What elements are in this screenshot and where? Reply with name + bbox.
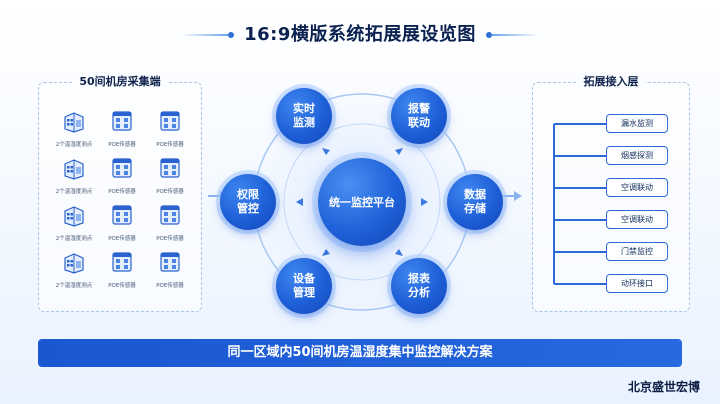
sensor-item: POE传感器 [98, 249, 146, 296]
sensor-label: POE传感器 [156, 283, 184, 289]
title-decor-dot-left [228, 32, 234, 38]
expansion-item-label: 空调联动 [606, 210, 668, 229]
expansion-item: 空调联动 [546, 209, 686, 229]
sensor-label: POE传感器 [108, 236, 136, 242]
center-monitoring-platform: 统一监控平台 [318, 158, 406, 246]
sensor-label: 2个温湿度测点 [55, 236, 93, 242]
window-grid-icon [109, 202, 135, 232]
title-decor-left [180, 34, 228, 36]
right-panel-title: 拓展接入层 [533, 73, 689, 89]
sensor-item: POE传感器 [98, 108, 146, 155]
building-icon [61, 155, 87, 185]
sensor-item: POE传感器 [146, 202, 194, 249]
sensor-item: POE传感器 [146, 249, 194, 296]
right-panel-title-text: 拓展接入层 [577, 75, 645, 88]
expansion-item: 动环接口 [546, 273, 686, 293]
building-icon [61, 249, 87, 279]
node-device-management: 设备管理 [276, 258, 332, 314]
sensor-item: 2个温湿度测点 [50, 108, 98, 155]
window-grid-icon [157, 202, 183, 232]
node-data-storage: 数据存储 [447, 174, 503, 230]
expansion-item-label: 门禁监控 [606, 242, 668, 261]
node-realtime-monitoring: 实时监测 [276, 88, 332, 144]
left-panel-title: 50间机房采集端 [39, 73, 201, 89]
sensor-grid: 2个温湿度测点 POE传感器 POE传感器 2个温湿度测点 POE传感器 POE传感器 2个… [50, 108, 190, 296]
expansion-item-label: 动环接口 [606, 274, 668, 293]
sensor-label: 2个温湿度测点 [55, 142, 93, 148]
expansion-item-label: 烟感探测 [606, 146, 668, 165]
sensor-label: POE传感器 [108, 189, 136, 195]
sensor-label: POE传感器 [156, 142, 184, 148]
sensor-item: POE传感器 [98, 155, 146, 202]
window-grid-icon [109, 108, 135, 138]
sensor-item: 2个温湿度测点 [50, 249, 98, 296]
sensor-label: POE传感器 [156, 236, 184, 242]
window-grid-icon [109, 249, 135, 279]
title-decor-dot-right [486, 32, 492, 38]
expansion-item: 门禁监控 [546, 241, 686, 261]
sensor-item: POE传感器 [146, 155, 194, 202]
connector-line [554, 187, 606, 189]
window-grid-icon [157, 155, 183, 185]
window-grid-icon [109, 155, 135, 185]
sensor-label: 2个温湿度测点 [55, 189, 93, 195]
sensor-label: POE传感器 [156, 189, 184, 195]
sensor-item: 2个温湿度测点 [50, 155, 98, 202]
expansion-item: 烟感探测 [546, 145, 686, 165]
sensor-item: POE传感器 [98, 202, 146, 249]
window-grid-icon [157, 249, 183, 279]
left-panel-title-text: 50间机房采集端 [73, 75, 167, 88]
connector-line [554, 283, 606, 285]
sensor-item: 2个温湿度测点 [50, 202, 98, 249]
connector-line [554, 155, 606, 157]
expansion-item: 空调联动 [546, 177, 686, 197]
node-alarm-linkage: 报警联动 [391, 88, 447, 144]
node-report-analysis: 报表分析 [391, 258, 447, 314]
node-permission-control: 权限管控 [220, 174, 276, 230]
sensor-label: POE传感器 [108, 283, 136, 289]
connector-line [554, 219, 606, 221]
expansion-item: 漏水监测 [546, 113, 686, 133]
sensor-item: POE传感器 [146, 108, 194, 155]
connector-line [554, 251, 606, 253]
window-grid-icon [157, 108, 183, 138]
right-trunk-line [553, 124, 555, 284]
page-title: 16:9横版系统拓展展设览图 [244, 24, 476, 45]
expansion-item-label: 空调联动 [606, 178, 668, 197]
title-decor-right [492, 34, 540, 36]
sensor-label: 2个温湿度测点 [55, 283, 93, 289]
building-icon [61, 202, 87, 232]
brand-name: 北京盛世宏博 [627, 380, 700, 394]
expansion-item-label: 漏水监测 [606, 114, 668, 133]
connector-line [554, 123, 606, 125]
building-icon [61, 108, 87, 138]
arrow-hub-to-right-icon [502, 191, 522, 201]
sensor-label: POE传感器 [108, 142, 136, 148]
solution-banner: 同一区域内50间机房温湿度集中监控解决方案 [38, 339, 682, 367]
